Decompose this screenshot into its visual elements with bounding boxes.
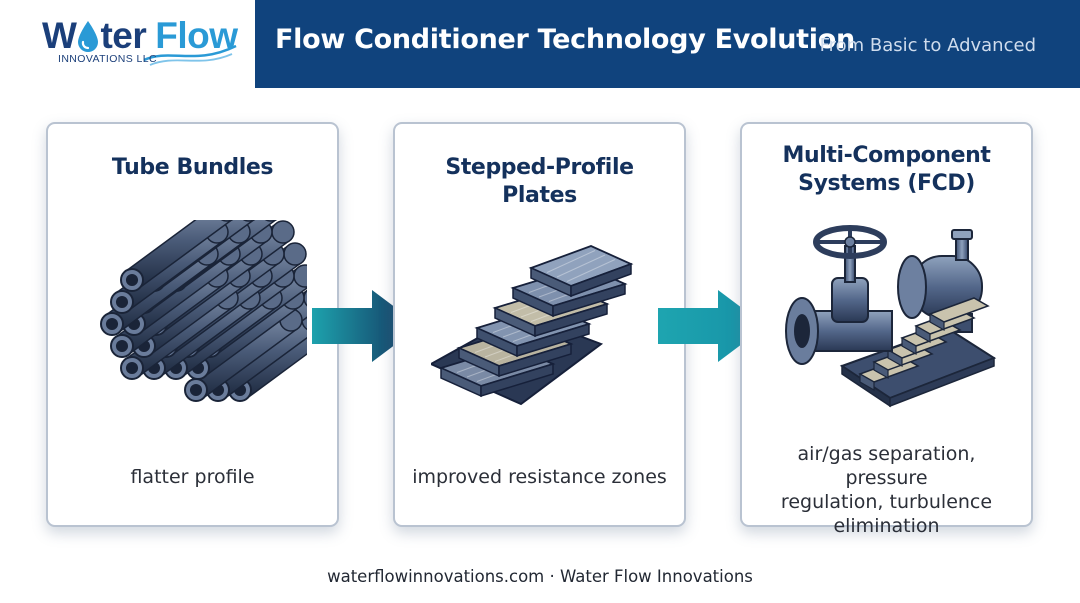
card-description-line2: regulation, turbulence <box>780 491 993 513</box>
arrow-right-icon <box>658 290 766 362</box>
tube-bundle-illustration <box>100 220 307 402</box>
card-multi-component: Multi-Component Systems (FCD) <box>740 122 1033 537</box>
water-drop-icon <box>78 21 99 52</box>
card-title: Stepped-Profile Plates <box>445 155 634 208</box>
page-subtitle: From Basic to Advanced <box>819 35 1036 56</box>
stair-step <box>928 297 990 332</box>
card-title: Multi-Component Systems (FCD) <box>752 142 1021 198</box>
card-description: flatter profile <box>130 466 255 488</box>
stepped-plates-illustration <box>431 245 634 406</box>
logo-word2: Flow <box>155 15 238 56</box>
card-description-line1: air/gas separation, pressure <box>797 443 976 489</box>
wave-icon <box>143 44 237 66</box>
tube <box>184 308 303 402</box>
valve-pump-illustration <box>785 225 997 408</box>
logo-tagline: INNOVATIONS LLC <box>58 53 157 65</box>
footer-text: waterflowinnovations.com · Water Flow In… <box>327 567 753 586</box>
card-description: air/gas separation, pressure regulation,… <box>754 442 1019 538</box>
page-title: Flow Conditioner Technology Evolution <box>275 24 855 55</box>
tube <box>120 220 234 292</box>
card-title: Tube Bundles <box>111 155 274 180</box>
card-tube-bundles: Tube Bundles flatter profile <box>46 122 339 527</box>
card-description-line3: elimination <box>833 515 940 537</box>
card-stepped-plates: Stepped-Profile Plates improved resistan… <box>393 122 686 527</box>
card-title-line2: Systems (FCD) <box>798 171 975 196</box>
logo-initial: W <box>42 15 77 56</box>
logo-word1-rest: ter <box>100 15 147 56</box>
card-title-line1: Multi-Component <box>782 143 991 168</box>
card-description: improved resistance zones <box>412 466 667 488</box>
plate-step <box>528 245 634 298</box>
title-bar: Flow Conditioner Technology Evolution Fr… <box>255 0 1080 88</box>
